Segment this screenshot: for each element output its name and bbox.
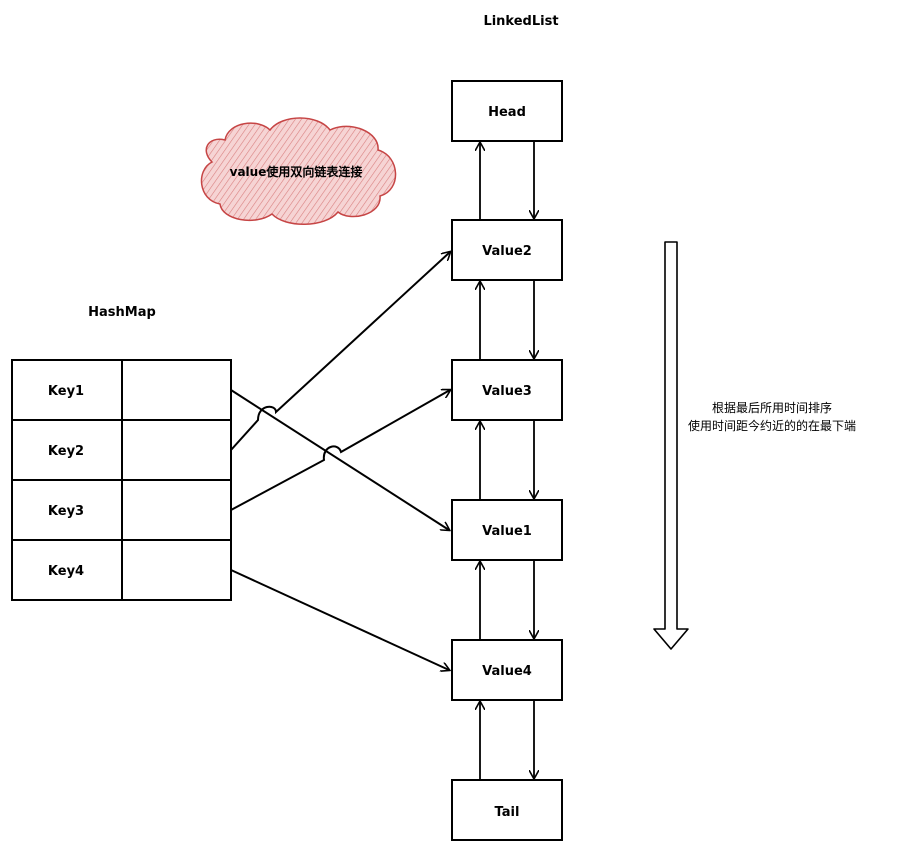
node-value1-label: Value1	[482, 524, 532, 539]
mapping-arrow-key4-value4	[230, 569, 449, 670]
linkedlist-links	[480, 141, 534, 780]
mapping-arrow-key2-value2	[230, 252, 450, 451]
order-arrow-down-icon	[653, 241, 689, 650]
hashmap-key-2: Key2	[48, 444, 84, 459]
cloud-callout: value使用双向链表连接	[200, 117, 397, 225]
node-value2-box	[451, 219, 563, 281]
order-note-line1: 根据最后所用时间排序	[712, 400, 832, 415]
order-note-line2: 使用时间距今约近的的在最下端	[688, 418, 856, 433]
mapping-arrow-key1-value1	[230, 389, 449, 530]
linkedlist-title: LinkedList	[483, 14, 558, 29]
node-tail-box	[451, 779, 563, 841]
mapping-arrow-key3-value3	[230, 390, 450, 511]
node-head-box	[451, 80, 563, 142]
node-value4-label: Value4	[482, 664, 532, 679]
mapping-arrows	[230, 252, 450, 670]
hashmap-key-3: Key3	[48, 504, 84, 519]
hashmap-table: Key1 Key2 Key3 Key4	[11, 359, 232, 601]
node-value1-box	[451, 499, 563, 561]
node-head-label: Head	[488, 105, 526, 120]
node-tail-label: Tail	[495, 805, 520, 820]
cloud-shape	[200, 117, 397, 225]
node-value2-label: Value2	[482, 244, 532, 259]
node-value3-label: Value3	[482, 384, 532, 399]
node-value3-box	[451, 359, 563, 421]
hashmap-key-1: Key1	[48, 384, 84, 399]
node-value4-box	[451, 639, 563, 701]
hashmap-title: HashMap	[88, 305, 156, 320]
linkedlist-nodes: Head Value2 Value3 Value1 Value4 Tail	[451, 80, 563, 841]
cloud-text: value使用双向链表连接	[230, 164, 363, 179]
hashmap-key-4: Key4	[48, 564, 84, 579]
